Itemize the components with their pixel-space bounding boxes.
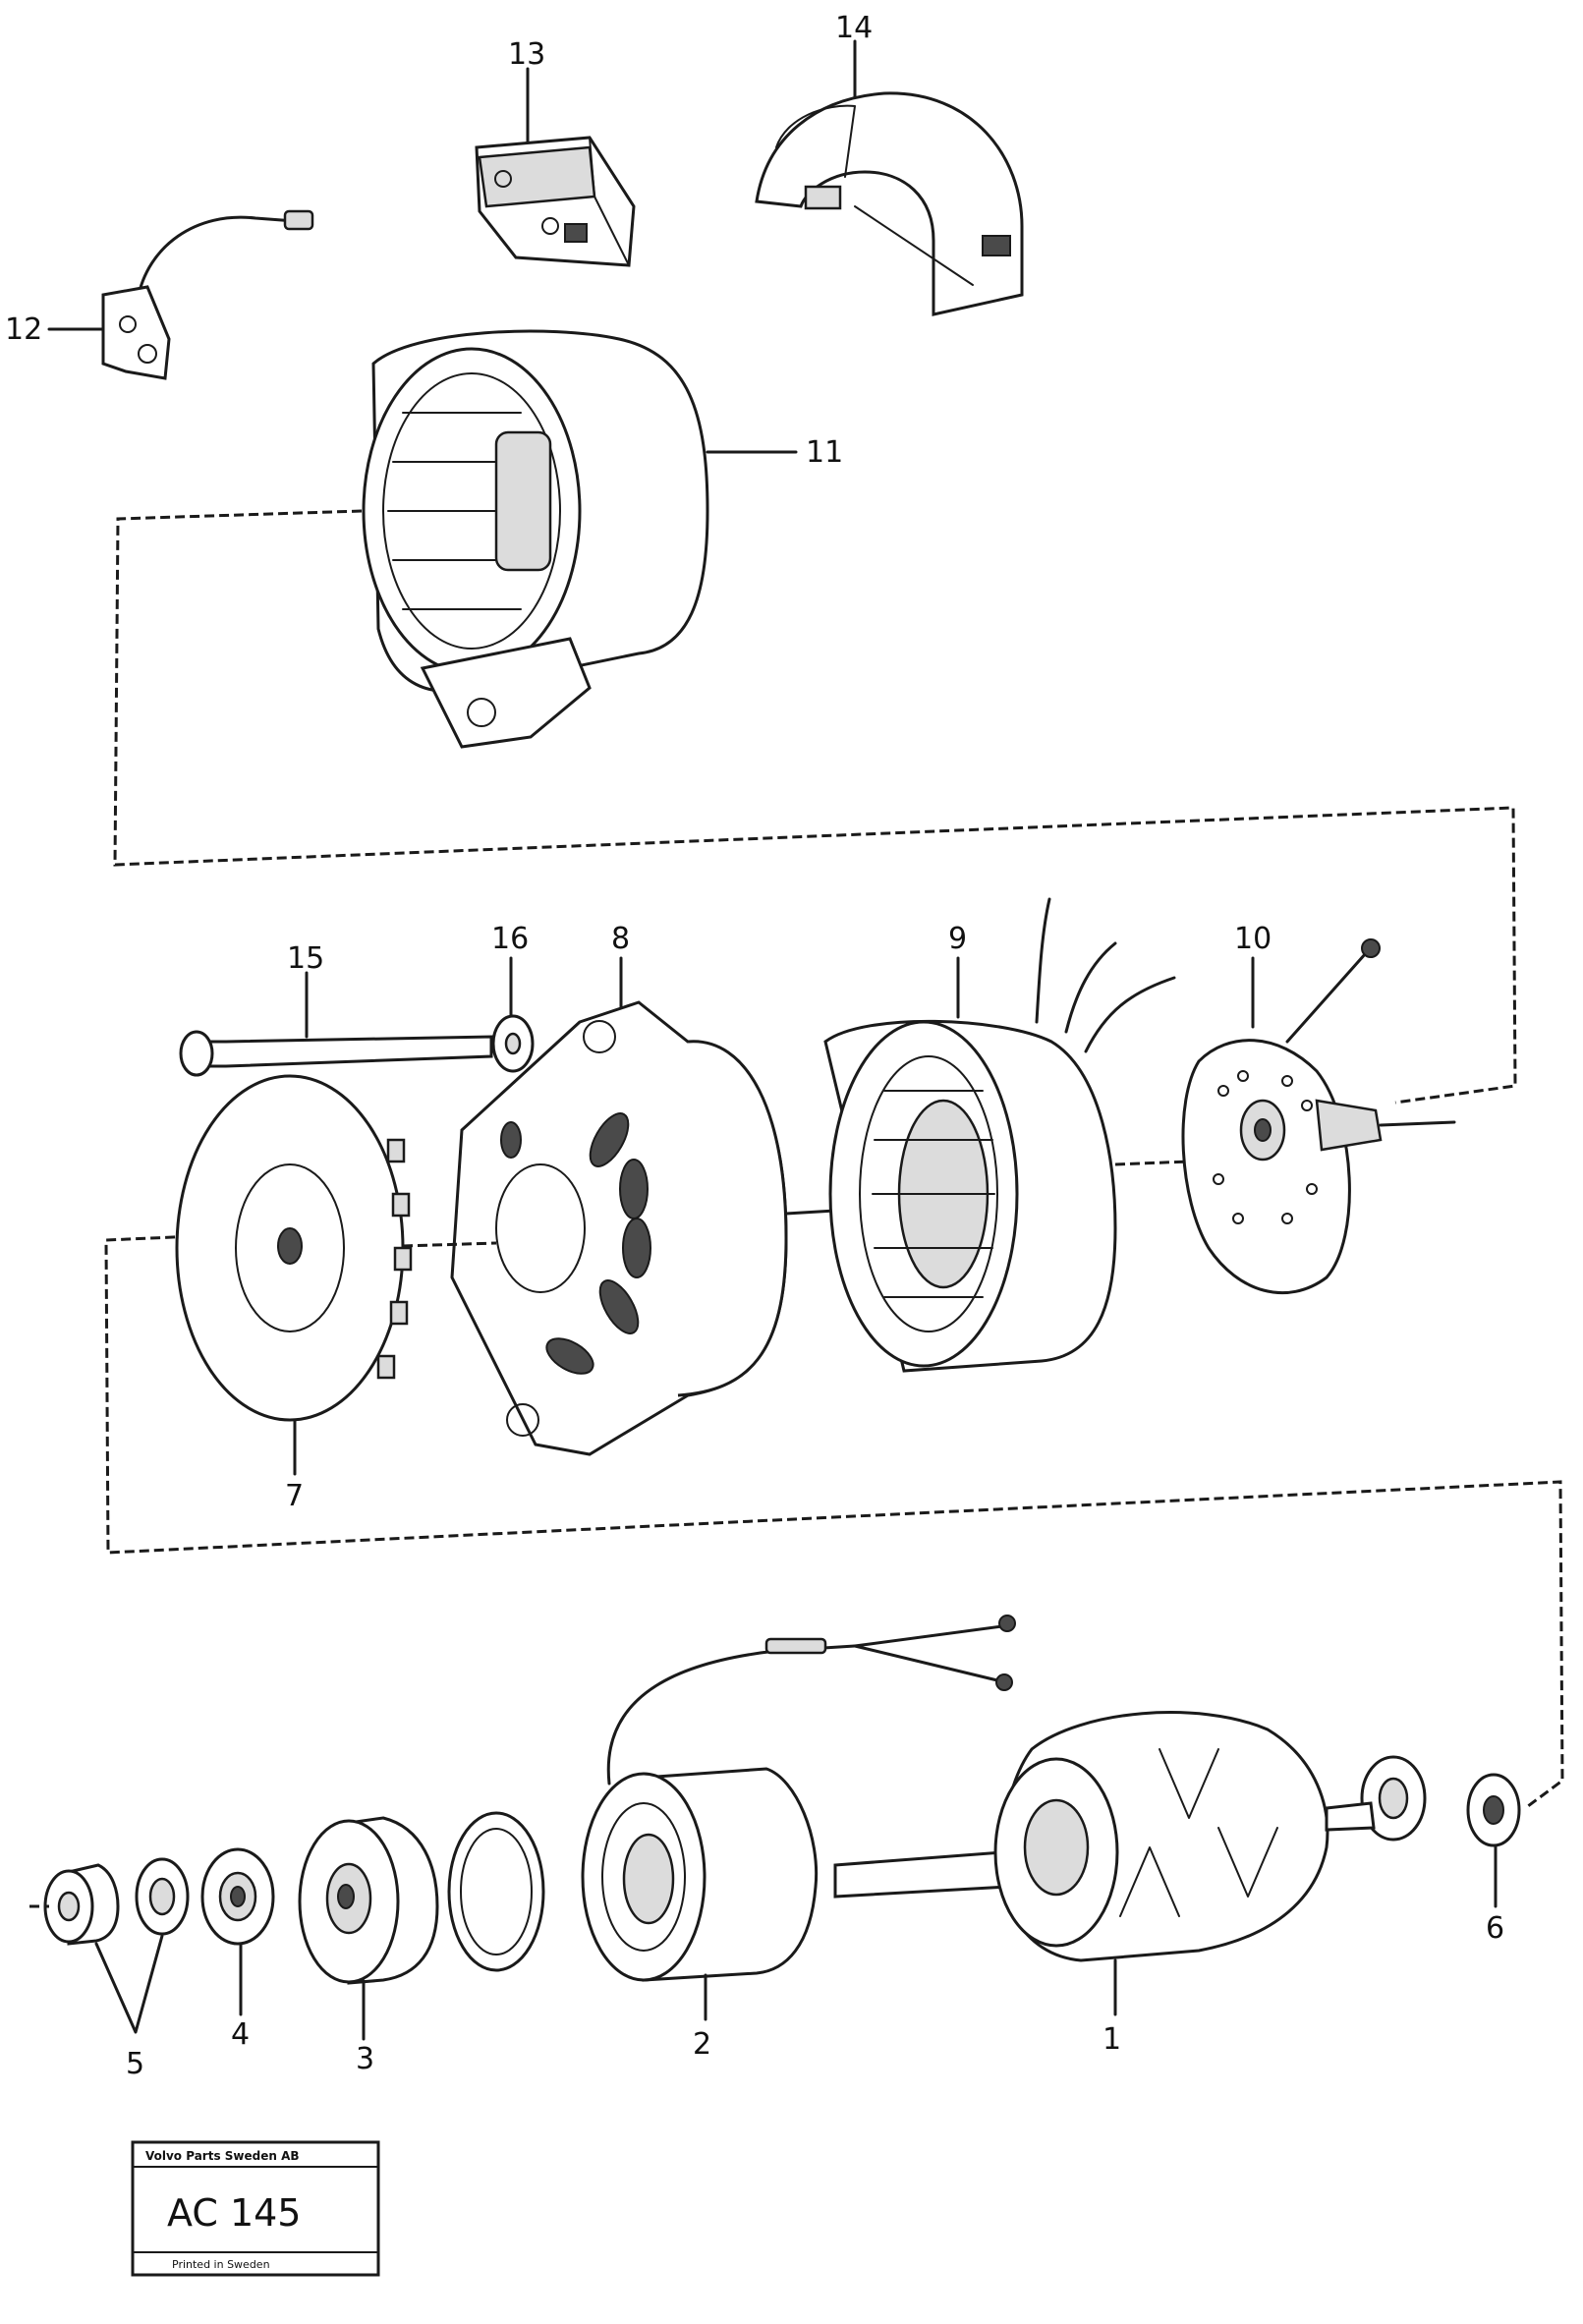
callout-2: 2: [693, 2027, 711, 2062]
seal-ring: [447, 1811, 545, 1972]
part-14-cover: [755, 39, 1024, 316]
part-8-drive-end-housing: [402, 956, 837, 1456]
callout-15: 15: [287, 941, 324, 976]
callout-4: 4: [231, 2017, 250, 2052]
part-10-rectifier: [1181, 938, 1456, 1294]
part-7-pulley: [175, 1074, 413, 1476]
part-11-rear-housing: [362, 329, 798, 749]
part-6-bearing: [1360, 1755, 1521, 1908]
callout-labels: 1 2 3 4 5 6 7 8 9 10 11 12 13 14 15 16: [5, 11, 1504, 2081]
callout-9: 9: [948, 922, 967, 956]
callout-5: 5: [126, 2047, 144, 2081]
part-13-regulator: [475, 67, 636, 267]
callout-8: 8: [611, 922, 630, 956]
part-2-slip-ring: [581, 1615, 1016, 2021]
reference-stamp: Volvo Parts Sweden AB AC 145 Printed in …: [131, 2140, 380, 2277]
part-1-rotor: [833, 1711, 1376, 2016]
callout-1: 1: [1102, 2022, 1121, 2057]
callout-12: 12: [5, 312, 42, 347]
assembly-path-lines: [104, 509, 1564, 1808]
callout-3: 3: [356, 2042, 374, 2076]
part-16-washer: [491, 956, 535, 1073]
part-9-stator: [823, 897, 1190, 1373]
callout-6: 6: [1486, 1911, 1504, 1946]
callout-11: 11: [806, 435, 843, 470]
callout-13: 13: [508, 37, 545, 72]
part-4-washer: [200, 1847, 275, 2016]
part-15-through-bolt: [179, 971, 493, 1077]
part-3-bearing: [298, 1816, 439, 2041]
callout-10: 10: [1234, 922, 1272, 956]
stamp-code: AC 145: [167, 2191, 301, 2235]
stamp-footer: Printed in Sweden: [172, 2258, 270, 2271]
part-12-brush-lead: [47, 209, 314, 380]
part-5-nut-washer: [29, 1857, 190, 2034]
callout-7: 7: [285, 1479, 304, 1513]
callout-16: 16: [491, 922, 529, 956]
stamp-header: Volvo Parts Sweden AB: [145, 2149, 300, 2163]
callout-14: 14: [835, 11, 873, 45]
